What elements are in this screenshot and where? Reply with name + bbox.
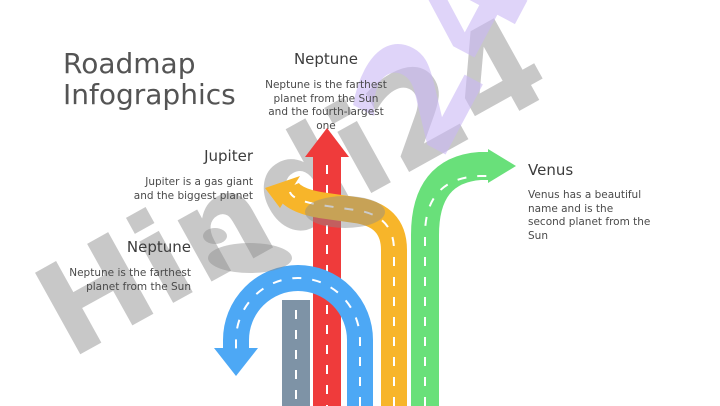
label-neptune-left-text: Neptune is the farthest planet from the … [69, 267, 191, 294]
text-line: planet from the Sun [273, 92, 379, 105]
text-line: and the fourth-largest [268, 106, 384, 118]
text-line: Venus has a beautiful [528, 189, 642, 201]
text-line: Sun [528, 229, 548, 242]
label-jupiter-heading: Jupiter [204, 147, 253, 165]
label-neptune-left-heading: Neptune [126, 238, 191, 256]
text-line: Neptune is the farthest [69, 267, 191, 279]
road-gray [282, 300, 310, 406]
text-line: Jupiter is a gas giant [145, 176, 253, 188]
road-blue [214, 265, 373, 406]
road-yellow [265, 176, 407, 406]
arrow-down-left-icon [214, 348, 258, 376]
text-line: second planet from the [528, 216, 651, 228]
arrow-right-icon [488, 149, 516, 183]
arrow-up-left-icon [265, 176, 300, 208]
label-neptune-top-text: Neptune is the farthest planet from the … [228, 79, 424, 133]
label-neptune-top-heading: Neptune [293, 50, 359, 68]
text-line: Neptune is the farthest [265, 79, 387, 91]
arrow-up-icon [305, 128, 349, 157]
page-title: Roadmap Infographics [63, 48, 236, 110]
text-line: name and is the [528, 202, 614, 215]
text-line: planet from the Sun [86, 280, 191, 293]
text-line: and the biggest planet [133, 189, 253, 202]
label-venus-heading: Venus [528, 161, 574, 179]
title-line-1: Roadmap [63, 47, 196, 80]
watermark-overlay [203, 196, 385, 273]
label-jupiter-text: Jupiter is a gas giant and the biggest p… [134, 176, 253, 203]
label-venus-text: Venus has a beautiful name and is the se… [528, 189, 650, 243]
text-line: one [316, 119, 336, 132]
title-line-2: Infographics [63, 78, 236, 111]
road-green [411, 149, 516, 406]
